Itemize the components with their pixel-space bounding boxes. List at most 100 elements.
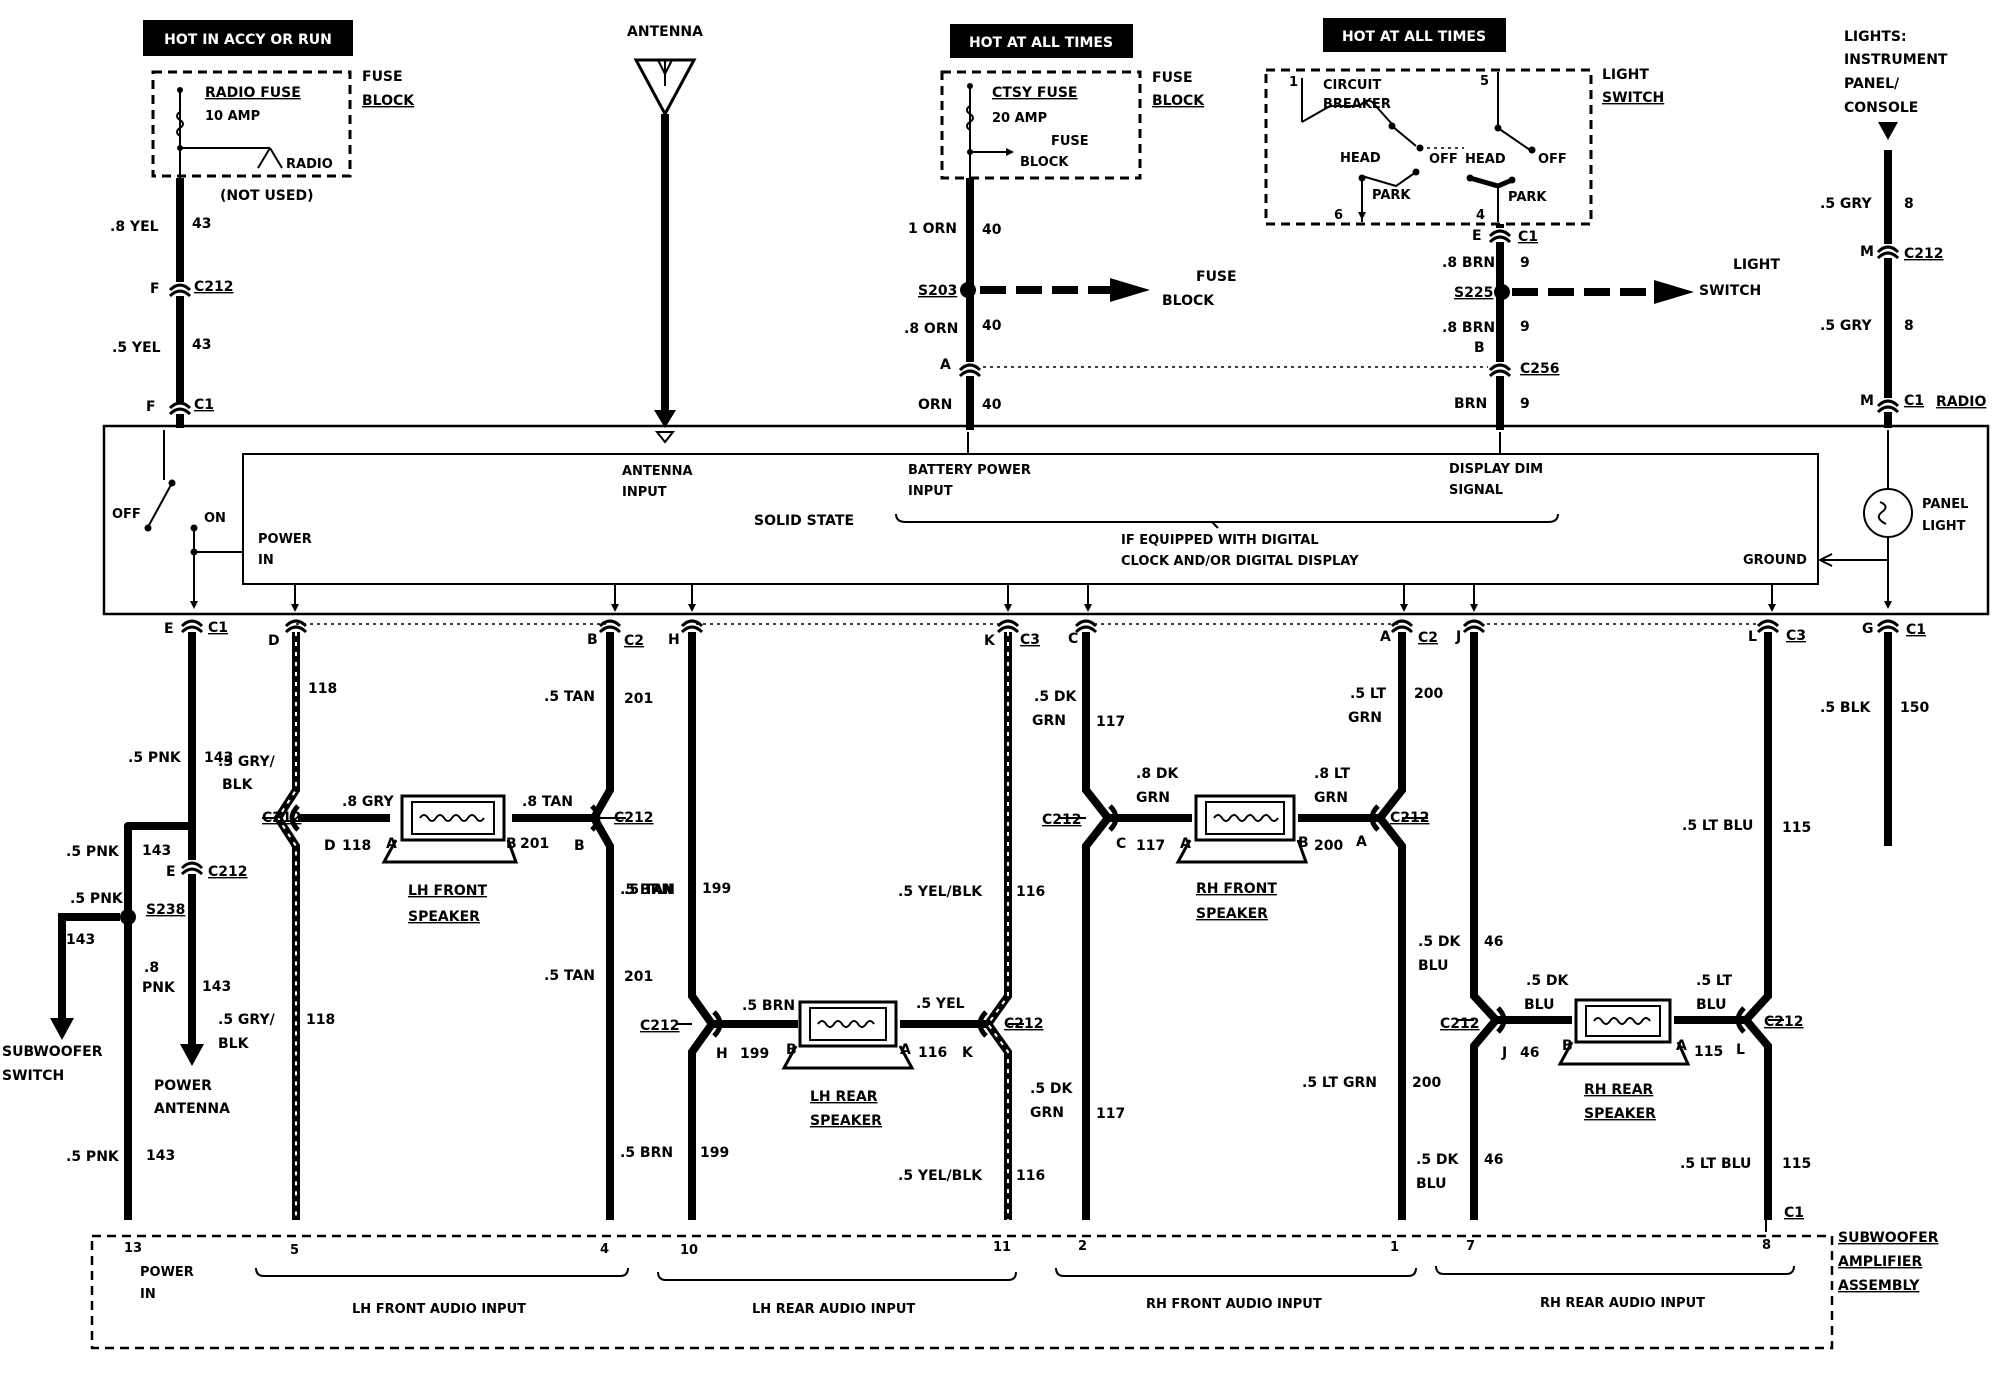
lh-front-speaker-circuit: .5 GRY/ BLK 118 .5 TAN 201 C212 C212 .8 … bbox=[218, 619, 675, 1220]
svg-text:INPUT: INPUT bbox=[622, 485, 667, 500]
rh-front-speaker-icon bbox=[1175, 794, 1309, 864]
svg-text:H: H bbox=[716, 1046, 728, 1062]
splice-s203 bbox=[960, 282, 976, 298]
svg-text:J: J bbox=[1455, 629, 1461, 645]
svg-text:M: M bbox=[1860, 393, 1874, 409]
svg-text:143: 143 bbox=[142, 843, 171, 859]
svg-text:10 AMP: 10 AMP bbox=[205, 109, 260, 124]
svg-text:G: G bbox=[1862, 621, 1874, 637]
svg-text:ASSEMBLY: ASSEMBLY bbox=[1838, 1278, 1920, 1294]
banner-ctsy-fuse: HOT AT ALL TIMES bbox=[950, 24, 1133, 58]
svg-text:.5 LT BLU: .5 LT BLU bbox=[1680, 1156, 1751, 1172]
svg-text:L: L bbox=[1748, 629, 1757, 645]
svg-text:11: 11 bbox=[993, 1240, 1011, 1255]
subwoofer-amplifier-assembly: C1 SUBWOOFER AMPLIFIER ASSEMBLY 13 POWER… bbox=[90, 1205, 1939, 1350]
svg-text:117: 117 bbox=[1096, 1106, 1125, 1122]
svg-text:20 AMP: 20 AMP bbox=[992, 111, 1047, 126]
svg-text:H: H bbox=[668, 632, 680, 648]
svg-text:SPEAKER: SPEAKER bbox=[810, 1113, 882, 1129]
svg-text:C1: C1 bbox=[1784, 1205, 1804, 1221]
svg-text:13: 13 bbox=[124, 1241, 142, 1256]
svg-text:C212: C212 bbox=[194, 279, 234, 295]
svg-text:K: K bbox=[984, 633, 996, 649]
svg-text:L: L bbox=[1736, 1042, 1745, 1058]
display-dim-feed: E C1 .8 BRN 9 S225 LIGHT SWITCH .8 BRN 9… bbox=[1442, 224, 1780, 430]
svg-text:A: A bbox=[940, 357, 951, 373]
svg-text:F: F bbox=[150, 281, 160, 297]
svg-text:.8 LT: .8 LT bbox=[1314, 766, 1351, 782]
svg-text:C212: C212 bbox=[1390, 810, 1430, 826]
svg-text:A: A bbox=[1380, 629, 1391, 645]
svg-text:C212: C212 bbox=[208, 864, 248, 880]
svg-text:IN: IN bbox=[140, 1287, 156, 1302]
svg-text:40: 40 bbox=[982, 318, 1002, 334]
svg-text:C: C bbox=[1116, 836, 1126, 852]
svg-text:.8 BRN: .8 BRN bbox=[1442, 320, 1495, 336]
svg-text:GRN: GRN bbox=[1136, 790, 1170, 806]
svg-text:8: 8 bbox=[1904, 318, 1914, 334]
svg-text:(NOT USED): (NOT USED) bbox=[220, 188, 313, 204]
svg-text:.8: .8 bbox=[144, 960, 159, 976]
svg-text:.5 PNK: .5 PNK bbox=[66, 844, 120, 860]
svg-text:.5 DK: .5 DK bbox=[1416, 1152, 1460, 1168]
svg-text:E: E bbox=[1472, 228, 1482, 244]
svg-text:.5 BRN: .5 BRN bbox=[620, 1145, 673, 1161]
svg-text:.5 BRN: .5 BRN bbox=[742, 998, 795, 1014]
svg-text:8: 8 bbox=[1762, 1238, 1771, 1253]
svg-text:BREAKER: BREAKER bbox=[1323, 97, 1391, 112]
svg-text:BLOCK: BLOCK bbox=[362, 93, 415, 109]
svg-text:SWITCH: SWITCH bbox=[2, 1068, 64, 1084]
svg-text:PARK: PARK bbox=[1372, 188, 1411, 203]
antenna-symbol: ANTENNA bbox=[627, 24, 703, 444]
svg-text:.5 GRY/: .5 GRY/ bbox=[218, 754, 276, 770]
svg-text:9: 9 bbox=[1520, 255, 1530, 271]
svg-text:CONSOLE: CONSOLE bbox=[1844, 100, 1918, 116]
svg-text:RH REAR AUDIO INPUT: RH REAR AUDIO INPUT bbox=[1540, 1296, 1705, 1311]
svg-text:C212: C212 bbox=[1440, 1016, 1480, 1032]
svg-text:RH REAR: RH REAR bbox=[1584, 1082, 1654, 1098]
svg-text:46: 46 bbox=[1484, 934, 1503, 950]
svg-text:LH FRONT AUDIO INPUT: LH FRONT AUDIO INPUT bbox=[352, 1302, 526, 1317]
svg-text:200: 200 bbox=[1414, 686, 1443, 702]
splice-s225 bbox=[1494, 284, 1510, 300]
svg-text:.5 PNK: .5 PNK bbox=[128, 750, 182, 766]
svg-text:143: 143 bbox=[204, 750, 233, 766]
svg-text:.5 PNK: .5 PNK bbox=[70, 891, 124, 907]
svg-text:.5 TAN: .5 TAN bbox=[544, 689, 595, 705]
svg-text:SOLID STATE: SOLID STATE bbox=[754, 513, 854, 529]
svg-text:.5 BLK: .5 BLK bbox=[1820, 700, 1872, 716]
svg-text:A: A bbox=[900, 1042, 911, 1058]
svg-text:115: 115 bbox=[1782, 1156, 1811, 1172]
svg-text:C212: C212 bbox=[1764, 1014, 1804, 1030]
svg-text:M: M bbox=[1860, 244, 1874, 260]
svg-text:4: 4 bbox=[600, 1242, 609, 1257]
svg-text:E: E bbox=[166, 864, 176, 880]
panel-light-bulb-icon bbox=[1863, 488, 1913, 538]
svg-text:.5 LT: .5 LT bbox=[1350, 686, 1387, 702]
svg-text:.5 YEL/BLK: .5 YEL/BLK bbox=[898, 1168, 983, 1184]
svg-text:POWER: POWER bbox=[258, 532, 312, 547]
svg-text:F: F bbox=[146, 399, 156, 415]
svg-text:43: 43 bbox=[192, 337, 211, 353]
svg-text:D: D bbox=[324, 838, 336, 854]
svg-text:BLOCK: BLOCK bbox=[1162, 293, 1215, 309]
svg-text:C256: C256 bbox=[1520, 361, 1560, 377]
svg-text:.8 TAN: .8 TAN bbox=[522, 794, 573, 810]
svg-text:E: E bbox=[164, 621, 174, 637]
fuse-icon bbox=[966, 105, 974, 131]
svg-text:HOT AT ALL TIMES: HOT AT ALL TIMES bbox=[1342, 29, 1486, 45]
svg-text:BRN: BRN bbox=[1454, 396, 1487, 412]
svg-text:D: D bbox=[268, 633, 280, 649]
svg-text:ON: ON bbox=[204, 511, 226, 526]
svg-text:.5 TAN: .5 TAN bbox=[624, 882, 675, 898]
svg-text:B: B bbox=[574, 838, 585, 854]
svg-text:SIGNAL: SIGNAL bbox=[1449, 483, 1503, 498]
fuse-block-ctsy: CTSY FUSE 20 AMP FUSE BLOCK FUSE BLOCK bbox=[940, 70, 1205, 180]
svg-text:.5 LT: .5 LT bbox=[1696, 973, 1733, 989]
svg-text:RADIO: RADIO bbox=[1936, 394, 1986, 410]
svg-text:.5 YEL: .5 YEL bbox=[916, 996, 965, 1012]
svg-text:RH FRONT: RH FRONT bbox=[1196, 881, 1277, 897]
svg-text:K: K bbox=[962, 1045, 974, 1061]
svg-text:BLU: BLU bbox=[1416, 1176, 1446, 1192]
svg-text:POWER: POWER bbox=[154, 1078, 212, 1094]
